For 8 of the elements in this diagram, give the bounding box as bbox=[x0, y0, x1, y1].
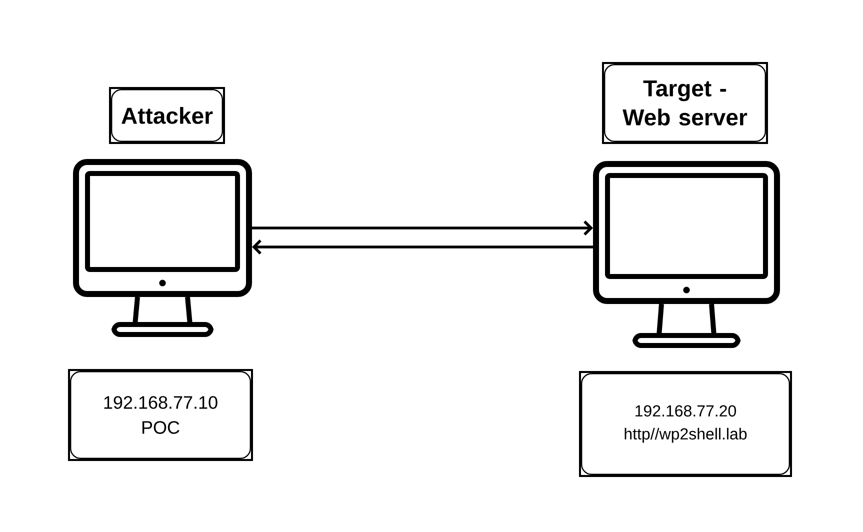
monitor-drawing bbox=[593, 161, 780, 348]
arrow bbox=[252, 240, 594, 254]
title-box: Target - Web server bbox=[602, 62, 768, 144]
title-box: Attacker bbox=[109, 87, 225, 144]
info-box: 192.168.77.10 POC bbox=[68, 369, 253, 461]
arrow bbox=[250, 220, 593, 236]
info-box: 192.168.77.20 http//wp2shell.lab bbox=[579, 371, 792, 477]
monitor-drawing bbox=[73, 159, 252, 337]
